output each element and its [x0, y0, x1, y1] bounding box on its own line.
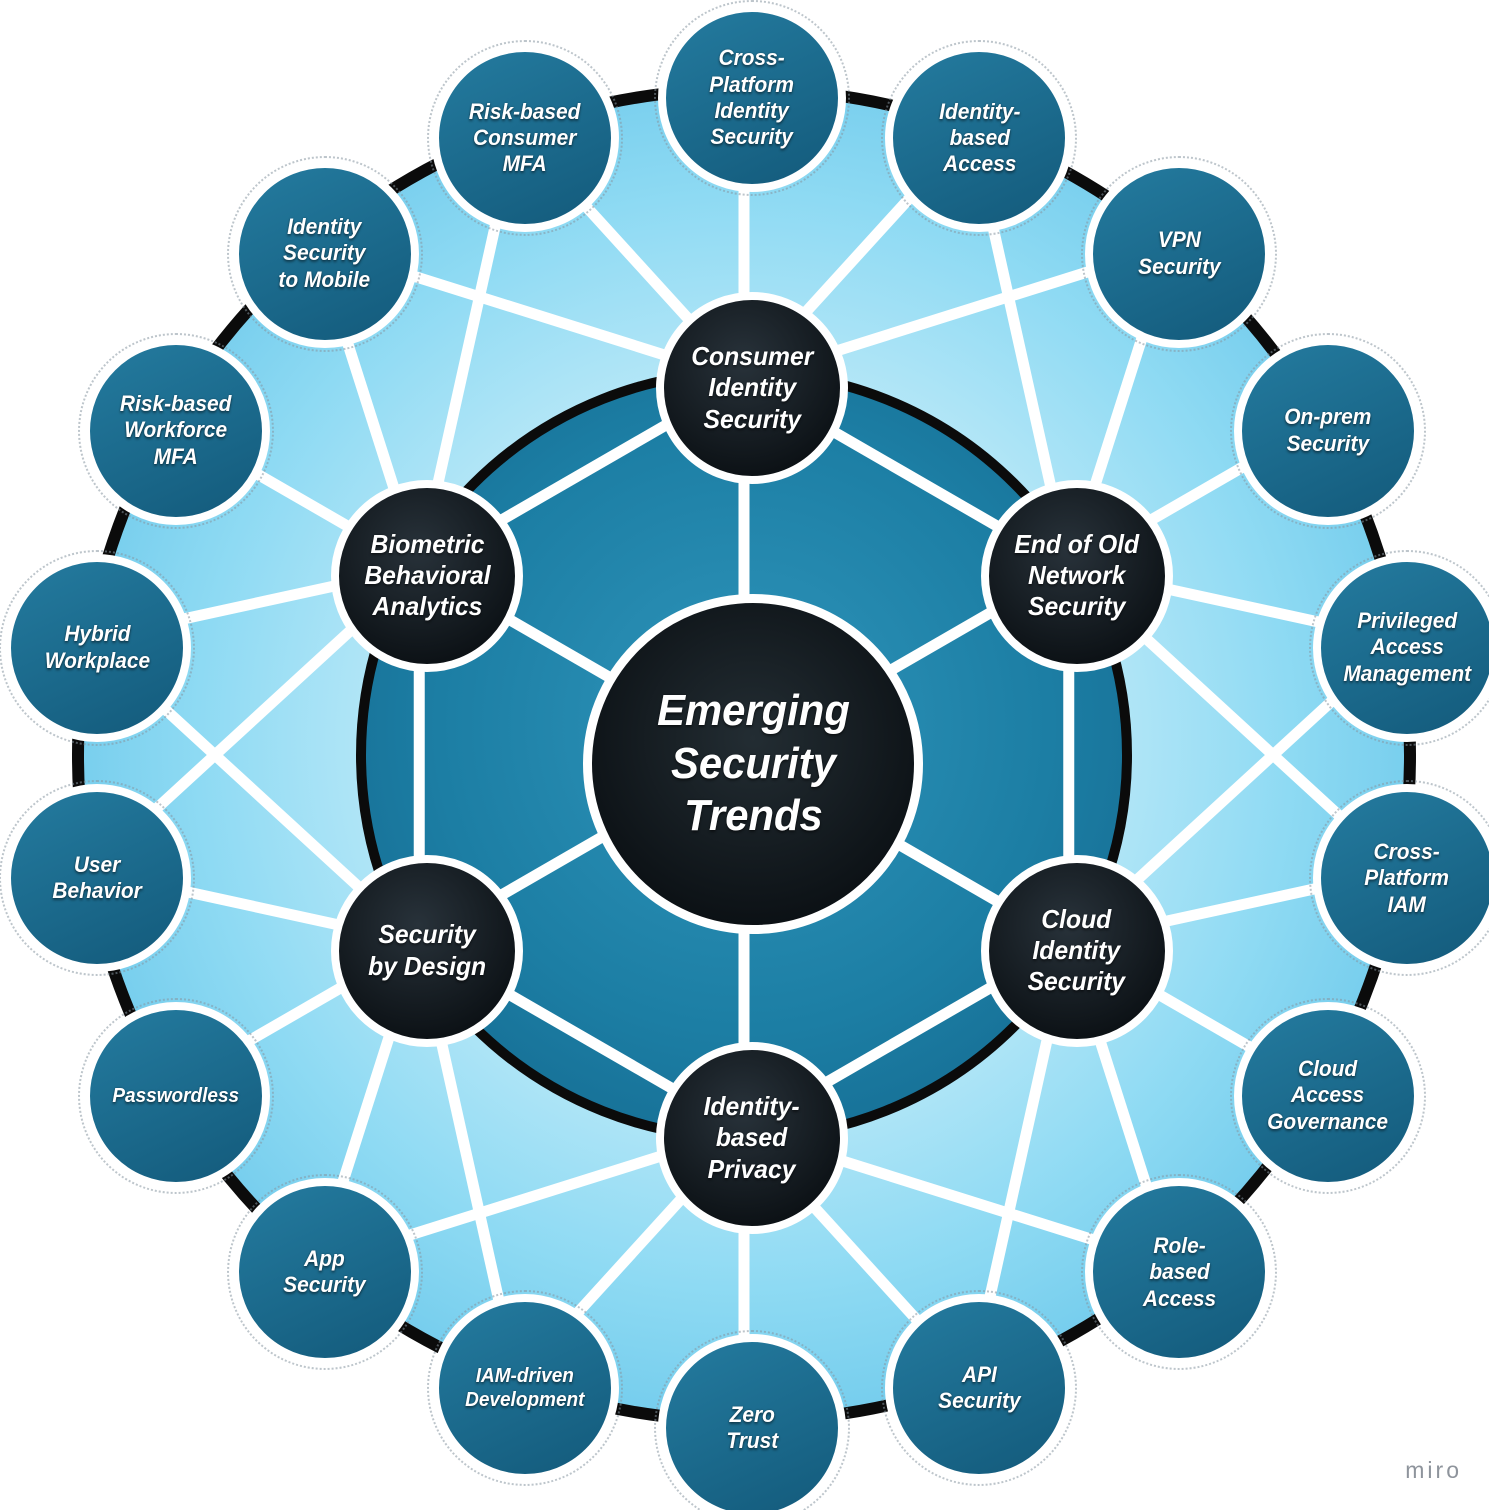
satellite-risk-based-consumer-mfa: Risk-based Consumer MFA: [426, 40, 623, 237]
satellite-zero-trust: Zero Trust: [654, 1330, 850, 1510]
satellite-role-based-access-label: Role- based Access: [1142, 1232, 1217, 1311]
satellite-identity-security-to-mobile-label: Identity Security to Mobile: [278, 213, 371, 292]
hub-cloud-identity-security: Cloud Identity Security: [980, 854, 1173, 1047]
hub-security-by-design: Security by Design: [331, 854, 524, 1047]
satellite-risk-based-workforce-mfa: Risk-based Workforce MFA: [78, 332, 275, 529]
satellite-api-security: API Security: [881, 1289, 1078, 1486]
satellite-vpn-security: VPN Security: [1081, 155, 1278, 352]
satellite-cloud-access-governance-label: Cloud Access Governance: [1267, 1055, 1389, 1134]
satellite-app-security: App Security: [226, 1174, 423, 1371]
satellite-risk-based-consumer-mfa-label: Risk-based Consumer MFA: [468, 98, 581, 177]
satellite-risk-based-workforce-mfa-label: Risk-based Workforce MFA: [120, 390, 232, 469]
satellite-iam-driven-development: IAM-driven Development: [426, 1289, 623, 1486]
satellite-cross-platform-identity-security-label: Cross- Platform Identity Security: [709, 45, 795, 150]
hub-end-of-old-network-security-label: End of Old Network Security: [1014, 528, 1140, 622]
satellite-passwordless: Passwordless: [78, 997, 275, 1194]
satellite-cross-platform-iam: Cross- Platform IAM: [1308, 780, 1489, 977]
hub-biometric-behavioral-analytics: Biometric Behavioral Analytics: [331, 479, 524, 672]
satellite-cross-platform-iam-label: Cross- Platform IAM: [1364, 838, 1450, 917]
satellite-vpn-security-label: VPN Security: [1138, 227, 1221, 279]
satellite-on-prem-security-label: On-prem Security: [1284, 404, 1372, 456]
satellite-iam-driven-development-label: IAM-driven Development: [464, 1364, 585, 1411]
satellite-identity-based-access: Identity- based Access: [881, 40, 1078, 237]
hub-consumer-identity-security: Consumer Identity Security: [656, 292, 848, 484]
center-node-emerging-security-trends-label: Emerging Security Trends: [656, 685, 850, 841]
satellite-cross-platform-identity-security: Cross- Platform Identity Security: [654, 0, 850, 196]
hub-identity-based-privacy-label: Identity- based Privacy: [703, 1091, 801, 1184]
satellite-passwordless-label: Passwordless: [112, 1084, 240, 1107]
satellite-hybrid-workplace: Hybrid Workplace: [0, 549, 196, 746]
satellite-app-security-label: App Security: [283, 1246, 366, 1298]
satellite-privileged-access-management-label: Privileged Access Management: [1343, 607, 1471, 686]
satellite-zero-trust-label: Zero Trust: [726, 1401, 778, 1453]
satellite-user-behavior: User Behavior: [0, 780, 196, 977]
satellite-identity-based-access-label: Identity- based Access: [938, 98, 1021, 177]
hub-identity-based-privacy: Identity- based Privacy: [656, 1042, 848, 1234]
satellite-identity-security-to-mobile: Identity Security to Mobile: [226, 155, 423, 352]
satellite-api-security-label: API Security: [938, 1361, 1021, 1413]
satellite-user-behavior-label: User Behavior: [52, 852, 142, 904]
satellite-privileged-access-management: Privileged Access Management: [1308, 549, 1489, 746]
satellite-on-prem-security: On-prem Security: [1229, 332, 1426, 529]
center-node-emerging-security-trends: Emerging Security Trends: [583, 594, 923, 934]
hub-end-of-old-network-security: End of Old Network Security: [980, 479, 1173, 672]
hub-cloud-identity-security-label: Cloud Identity Security: [1028, 903, 1126, 997]
satellite-role-based-access: Role- based Access: [1081, 1174, 1278, 1371]
hub-consumer-identity-security-label: Consumer Identity Security: [690, 341, 814, 434]
satellite-hybrid-workplace-label: Hybrid Workplace: [44, 621, 150, 673]
satellite-cloud-access-governance: Cloud Access Governance: [1229, 997, 1426, 1194]
hub-security-by-design-label: Security by Design: [368, 919, 487, 981]
miro-watermark: miro: [1405, 1457, 1462, 1483]
hub-biometric-behavioral-analytics-label: Biometric Behavioral Analytics: [364, 528, 491, 622]
